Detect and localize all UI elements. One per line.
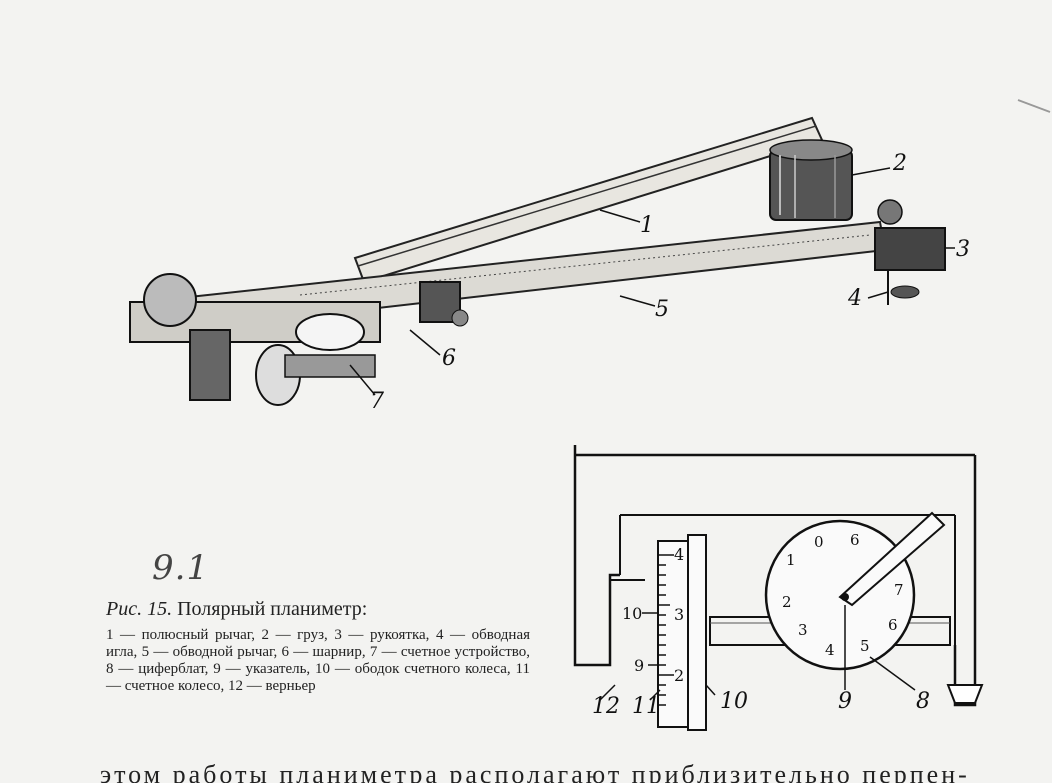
- handle: [874, 227, 946, 271]
- svg-text:6: 6: [850, 531, 860, 549]
- callout-10: 10: [720, 689, 748, 714]
- svg-text:3: 3: [798, 621, 808, 639]
- callout-11: 11: [632, 694, 660, 719]
- callout-4: 4: [847, 286, 862, 311]
- callout-8: 8: [916, 689, 930, 714]
- dial-face: [764, 519, 916, 671]
- callout-6: 6: [442, 346, 456, 371]
- callout-12: 12: [592, 694, 620, 719]
- counting-device-diagram: 4 3 2 10 9 0 1 2 3 4 5 6 7 6 12 11 10 9 …: [573, 445, 984, 731]
- svg-text:5: 5: [860, 637, 870, 655]
- wheel-number-2: 2: [674, 666, 684, 685]
- callout-1: 1: [640, 213, 654, 238]
- figure-label: Рис. 15.: [106, 598, 173, 620]
- svg-text:0: 0: [814, 533, 824, 551]
- body-text-line: этом работы планиметра располагают прибл…: [100, 760, 970, 783]
- handwritten-note: 9.1: [152, 548, 210, 588]
- planimeter-illustration: 1 2 3 4 5 6 7: [129, 99, 1051, 414]
- caption-legend: 1 — полюсный рычаг, 2 — груз, 3 — рукоят…: [106, 627, 530, 694]
- wheel-number-3: 3: [674, 605, 684, 624]
- wheel-rim: [687, 534, 707, 731]
- callout-5: 5: [655, 297, 669, 322]
- callout-7: 7: [370, 389, 384, 414]
- counting-wheel-scale: [657, 540, 689, 728]
- figure-title: Полярный планиметр:: [177, 598, 368, 620]
- svg-text:2: 2: [782, 593, 792, 611]
- callout-2: 2: [892, 151, 907, 176]
- callout-3: 3: [956, 237, 970, 262]
- svg-text:4: 4: [825, 641, 835, 659]
- vernier-number-9: 9: [634, 656, 644, 675]
- svg-text:6: 6: [888, 616, 898, 634]
- svg-text:7: 7: [894, 581, 904, 599]
- svg-text:1: 1: [786, 551, 796, 569]
- pointer: [838, 511, 946, 607]
- dial: [295, 313, 365, 351]
- wheel-number-4: 4: [674, 545, 684, 564]
- frame: [573, 445, 620, 667]
- figure-caption: Рис. 15. Полярный планиметр: 1 — полюсны…: [106, 598, 530, 695]
- vernier-number-10: 10: [622, 604, 642, 623]
- callout-9: 9: [838, 689, 852, 714]
- caption-title: Рис. 15. Полярный планиметр:: [106, 598, 530, 621]
